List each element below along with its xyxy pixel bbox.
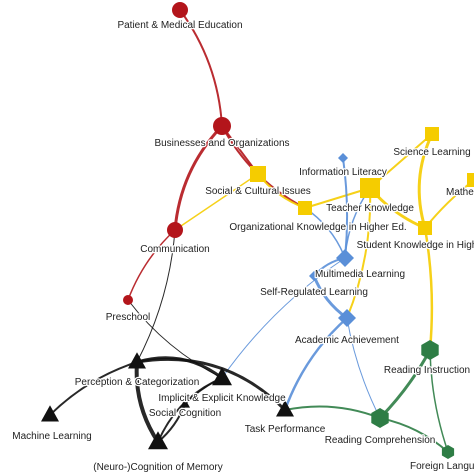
edge-patient-business (179, 9, 223, 127)
node-reading_instruction[interactable] (421, 340, 439, 360)
node-label-self_regulated: Self-Regulated Learning (260, 287, 368, 298)
node-business[interactable] (213, 117, 231, 135)
node-label-business: Businesses and Organizations (154, 138, 289, 149)
node-self_regulated[interactable] (309, 271, 319, 281)
edge-social_cultural-communication (174, 173, 259, 231)
node-label-implicit: Implicit & Explicit Knowledge (158, 393, 286, 404)
node-math[interactable] (467, 173, 474, 187)
edge-perception-neuro (134, 360, 160, 444)
node-layer (41, 2, 474, 459)
edge-perception-machine_learning (49, 361, 138, 416)
edge-business-communication (173, 124, 224, 232)
node-label-preschool: Preschool (106, 312, 150, 323)
edge-reading_instruction-reading_comprehension (378, 348, 432, 420)
node-label-foreign_language: Foreign Langu (410, 461, 474, 472)
node-label-perception: Perception & Categorization (75, 377, 200, 388)
node-label-student_knowledge: Student Knowledge in High (357, 240, 474, 251)
node-social_cognition[interactable] (180, 398, 190, 408)
node-multimedia[interactable] (336, 249, 354, 267)
node-label-machine_learning: Machine Learning (12, 431, 92, 442)
node-label-communication: Communication (140, 244, 209, 255)
edge-teacher-academic (346, 187, 372, 319)
node-label-science: Science Learning (393, 147, 470, 158)
node-label-social_cognition: Social Cognition (149, 408, 221, 419)
node-label-patient: Patient & Medical Education (117, 20, 242, 31)
edge-science-student_knowledge (417, 132, 434, 230)
node-label-info_literacy: Information Literacy (299, 167, 387, 178)
node-academic[interactable] (338, 309, 356, 327)
node-machine_learning[interactable] (41, 405, 59, 422)
node-social_cultural[interactable] (250, 166, 266, 182)
node-student_knowledge[interactable] (418, 221, 432, 235)
node-label-teacher: Teacher Knowledge (326, 203, 414, 214)
edge-org_knowledge-multimedia (304, 207, 346, 259)
node-label-reading_instruction: Reading Instruction (384, 365, 470, 376)
node-science[interactable] (425, 127, 439, 141)
node-preschool[interactable] (123, 295, 133, 305)
node-communication[interactable] (167, 222, 183, 238)
node-label-neuro: (Neuro-)Cognition of Memory (93, 462, 223, 473)
node-label-org_knowledge: Organizational Knowledge in Higher Ed. (229, 222, 406, 233)
edge-perception-task (135, 357, 287, 412)
node-org_knowledge[interactable] (298, 201, 312, 215)
edge-reading_comprehension-task (284, 405, 381, 419)
edge-communication-preschool (127, 229, 176, 301)
edge-reading_instruction-foreign_language (429, 349, 449, 453)
node-reading_comprehension[interactable] (371, 408, 389, 428)
node-label-multimedia: Multimedia Learning (315, 269, 405, 280)
node-perception[interactable] (128, 352, 146, 369)
edge-communication-perception (136, 229, 176, 363)
edge-academic-reading_comprehension (346, 317, 381, 419)
node-neuro[interactable] (148, 431, 168, 450)
node-label-math: Mathe (446, 187, 474, 198)
node-implicit[interactable] (212, 367, 232, 386)
node-foreign_language[interactable] (441, 445, 455, 459)
edge-multimedia-implicit (221, 257, 346, 379)
node-label-academic: Academic Achievement (295, 335, 399, 346)
node-label-task: Task Performance (245, 424, 326, 435)
node-label-social_cultural: Social & Cultural Issues (205, 186, 311, 197)
node-patient[interactable] (172, 2, 188, 18)
node-label-reading_comprehension: Reading Comprehension (325, 435, 436, 446)
edge-student_knowledge-reading_instruction (423, 226, 434, 352)
edge-academic-task (283, 316, 349, 412)
node-teacher[interactable] (360, 178, 380, 198)
node-info_literacy[interactable] (338, 153, 348, 163)
node-task[interactable] (276, 400, 294, 417)
